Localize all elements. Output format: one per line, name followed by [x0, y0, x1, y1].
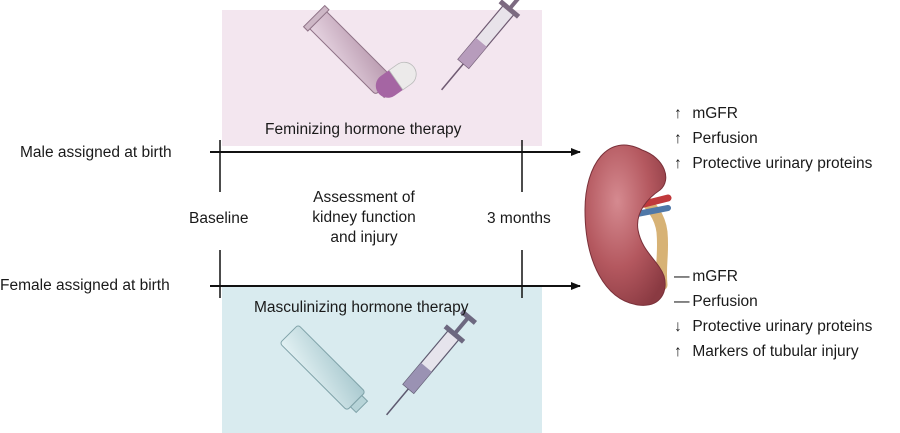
pill-capsule-icon [375, 61, 417, 98]
effect-item: ↑ Markers of tubular injury [674, 339, 872, 364]
effect-direction-icon: ↑ [674, 343, 682, 360]
syringe-icon [441, 0, 525, 91]
kidney-icon [584, 144, 672, 306]
effect-direction-icon: ↑ [674, 105, 682, 122]
effect-text: mGFR [692, 268, 738, 285]
end-label: 3 months [487, 210, 551, 227]
masculinizing-panel [222, 286, 542, 433]
feminizing-effects-list: ↑ mGFR ↑ Perfusion ↑ Protective urinary … [674, 101, 872, 176]
effect-item: — Perfusion [674, 289, 872, 314]
effect-direction-icon: ↓ [674, 318, 682, 335]
effect-item: — mGFR [674, 264, 872, 289]
effect-direction-icon: — [674, 268, 690, 285]
effect-text: Protective urinary proteins [692, 155, 873, 172]
male-group-label: Male assigned at birth [20, 144, 172, 161]
effect-text: mGFR [692, 105, 738, 122]
effect-item: ↑ mGFR [674, 101, 872, 126]
effect-text: Markers of tubular injury [692, 343, 859, 360]
effect-item: ↑ Perfusion [674, 126, 872, 151]
effect-item: ↑ Protective urinary proteins [674, 151, 872, 176]
effect-direction-icon: ↑ [674, 130, 682, 147]
effect-item: ↓ Protective urinary proteins [674, 314, 872, 339]
assessment-line-1: Assessment of [313, 189, 415, 206]
assessment-line-3: and injury [330, 229, 398, 246]
masculinizing-therapy-label: Masculinizing hormone therapy [254, 299, 469, 316]
masculinizing-effects-list: — mGFR — Perfusion ↓ Protective urinary … [674, 264, 872, 364]
effect-direction-icon: ↑ [674, 155, 682, 172]
female-group-label: Female assigned at birth [0, 277, 170, 294]
tube-icon [280, 325, 369, 414]
effect-direction-icon: — [674, 293, 690, 310]
effect-text: Protective urinary proteins [692, 318, 873, 335]
syringe-icon [386, 309, 478, 416]
feminizing-therapy-label: Feminizing hormone therapy [265, 121, 462, 138]
effect-text: Perfusion [692, 293, 758, 310]
assessment-line-2: kidney function [312, 209, 416, 226]
assessment-label: Assessment of kidney function and injury [300, 188, 428, 248]
baseline-label: Baseline [189, 210, 249, 227]
effect-text: Perfusion [692, 130, 758, 147]
